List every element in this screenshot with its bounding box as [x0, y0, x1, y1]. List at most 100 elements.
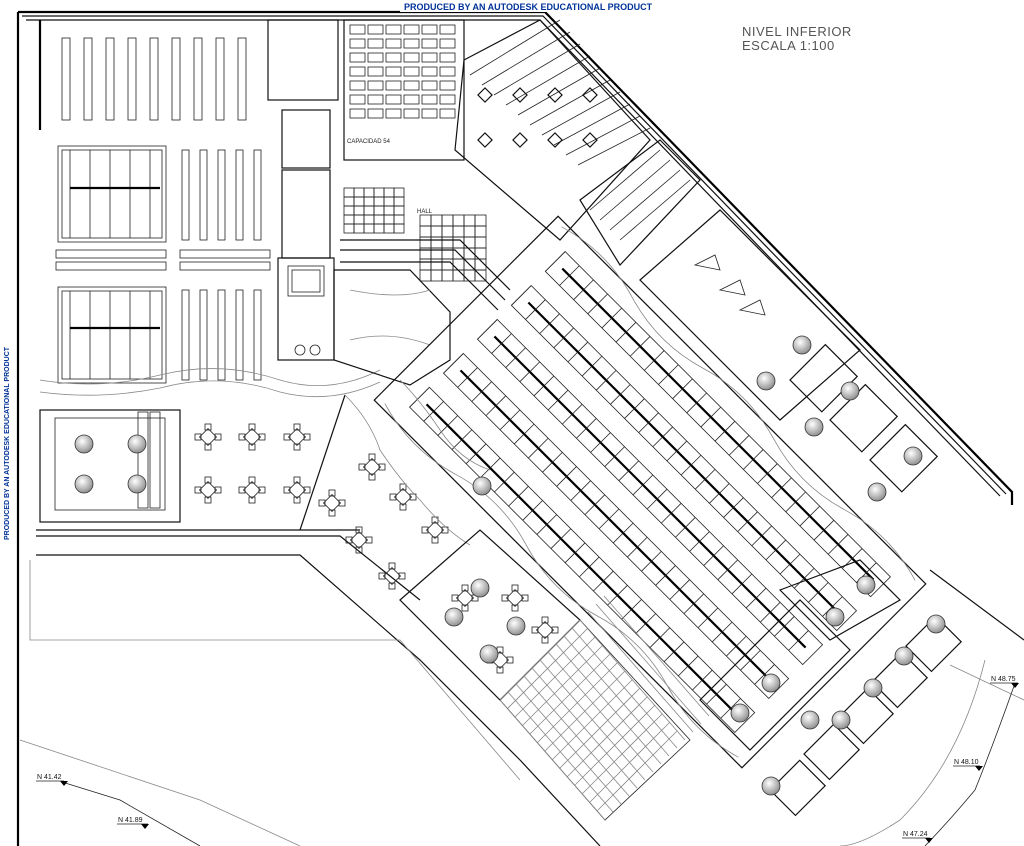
carrel-divider: [669, 579, 690, 600]
carrel-divider: [709, 483, 730, 504]
watermark-top: PRODUCED BY AN AUTODESK EDUCATIONAL PROD…: [404, 2, 653, 12]
chair: [204, 496, 212, 504]
classroom-desk: [439, 80, 456, 91]
curved-partition: [39, 380, 381, 398]
carrel-divider: [689, 531, 710, 552]
chair: [248, 496, 256, 504]
elevation-marker: N 41.89: [117, 817, 149, 829]
carrel-divider: [694, 469, 716, 490]
carrel-divider: [471, 381, 492, 402]
chair: [293, 423, 301, 431]
floor-tile: [419, 225, 432, 238]
book-shelf: [235, 149, 244, 241]
elevation-marker: N 41.42: [36, 774, 68, 786]
carrel-divider: [731, 573, 753, 595]
floor-tile: [363, 223, 375, 234]
chair: [358, 463, 366, 471]
pendant-lamp: [831, 710, 851, 730]
floor-tile: [463, 214, 476, 227]
upper-grid: [469, 19, 651, 166]
chair: [399, 503, 407, 511]
paving-line: [499, 699, 606, 821]
carrel-divider: [477, 319, 498, 340]
classroom-desk: [439, 52, 456, 63]
carrel-divider: [672, 378, 693, 399]
chair: [338, 499, 346, 507]
table: [535, 620, 555, 640]
chair: [431, 536, 439, 544]
table: [242, 480, 262, 500]
book-shelf: [217, 149, 226, 241]
carrel-divider: [675, 517, 696, 538]
carrel-divider: [522, 500, 543, 521]
carrel-divider: [573, 279, 594, 300]
column: [547, 132, 563, 148]
classroom-desk: [385, 94, 402, 105]
carrel-divider: [697, 607, 719, 629]
cubicle: [789, 343, 859, 413]
upper-diagonal-rooms: [454, 19, 861, 421]
carrel-divider: [547, 389, 569, 411]
cubicle: [837, 687, 895, 745]
floor-tile: [419, 269, 432, 282]
carrel-divider: [601, 307, 622, 329]
classroom-desk: [385, 38, 402, 49]
curved-partition: [384, 403, 739, 758]
floor-tile: [430, 225, 443, 238]
pendant-lamp: [840, 381, 860, 401]
pendant-lamp: [127, 434, 147, 454]
carrel-divider: [511, 285, 532, 306]
floor-tile: [383, 196, 395, 207]
paving-line: [579, 619, 686, 741]
chair: [328, 489, 336, 497]
carrel-divider: [513, 423, 535, 445]
carrel-divider: [562, 404, 583, 425]
floor-tile: [343, 196, 355, 207]
table: [242, 427, 262, 447]
chair: [388, 582, 396, 590]
chair: [368, 473, 376, 481]
carrel-divider: [646, 488, 668, 510]
classroom-desk: [439, 24, 456, 35]
carrel-divider: [666, 440, 688, 462]
carrel-divider: [743, 449, 764, 470]
book-shelf: [181, 289, 190, 381]
chair: [431, 516, 439, 524]
chair: [303, 433, 311, 441]
carrel-divider: [757, 463, 778, 484]
cubicle: [769, 759, 827, 817]
book-shelf: [193, 37, 203, 121]
carrel-divider: [726, 635, 747, 657]
watermark-top-backing: [400, 1, 640, 12]
classroom-desk: [403, 52, 420, 63]
pendant-lamp: [926, 614, 946, 634]
pendant-lamp: [74, 474, 94, 494]
carrel-divider: [771, 477, 792, 498]
carrel-divider: [652, 426, 673, 448]
carrel-divider: [451, 429, 473, 450]
chair: [248, 443, 256, 451]
reading-table: [425, 403, 739, 717]
pendant-lamp: [863, 678, 883, 698]
capacity-label: CAPACIDAD 54: [347, 139, 391, 145]
floor-tile: [474, 269, 487, 282]
paving-line: [574, 704, 656, 786]
classroom-desk: [403, 80, 420, 91]
grid-line: [481, 31, 571, 86]
chair: [248, 476, 256, 484]
classroom-desk: [403, 24, 420, 35]
carrel-divider: [550, 528, 572, 549]
carrel-divider: [737, 511, 758, 532]
carrel-divider: [539, 313, 560, 334]
meeting-island: [699, 599, 851, 751]
book-shelf: [127, 37, 137, 121]
pendant-lamp: [792, 335, 812, 355]
carrel-divider: [658, 364, 679, 385]
chair: [541, 616, 549, 624]
pendant-lamp: [800, 710, 820, 730]
cubicle: [829, 383, 899, 453]
carrel-divider: [604, 446, 625, 467]
chair: [194, 486, 202, 494]
study-cubicles: [769, 343, 963, 817]
